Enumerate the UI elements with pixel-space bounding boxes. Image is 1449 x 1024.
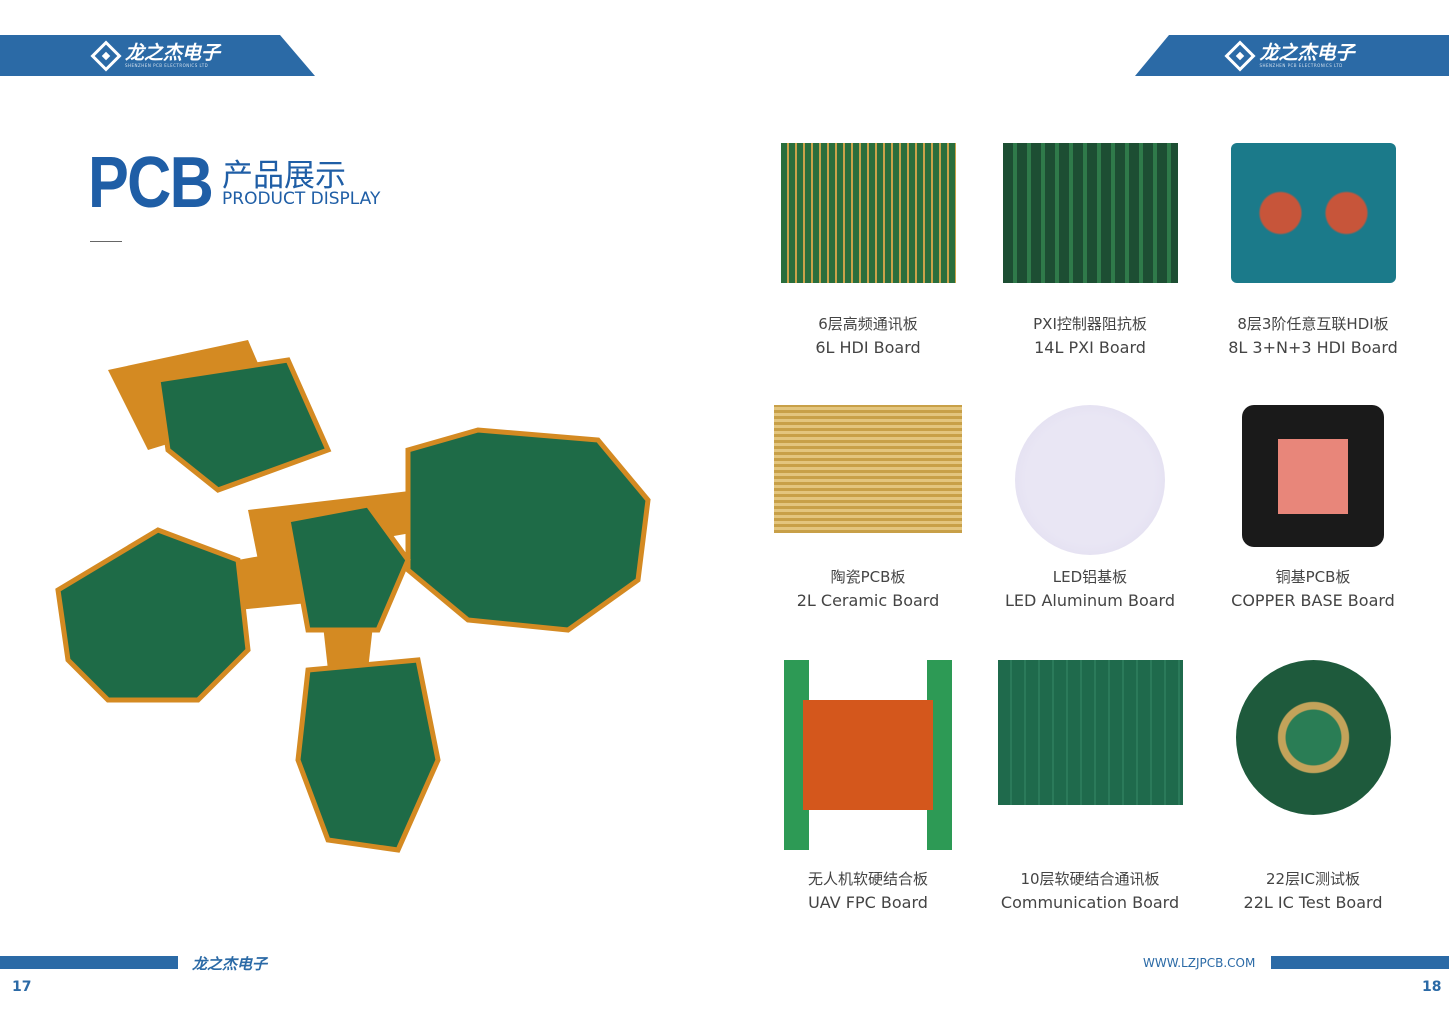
product-image [1002, 143, 1178, 283]
product-caption: PXI控制器阻抗板 14L PXI Board [970, 312, 1210, 360]
page-title-en: PRODUCT DISPLAY [222, 189, 381, 209]
product-image [774, 405, 962, 533]
product-name-en: LED Aluminum Board [1005, 591, 1175, 610]
product-image [779, 660, 957, 850]
product-name-en: Communication Board [1000, 893, 1180, 912]
product-image [997, 660, 1183, 805]
logo-subtitle: SHENZHEN PCB ELECTRONICS LTD [1259, 63, 1343, 68]
product-name-cn: 10层软硬结合通讯板 [1020, 870, 1160, 888]
page-title-cn: 产品展示 [222, 158, 346, 194]
product-image [1230, 143, 1396, 283]
product-name-cn: PXI控制器阻抗板 [1033, 315, 1147, 333]
product-name-en: 6L HDI Board [815, 338, 921, 357]
product-name-en: 22L IC Test Board [1243, 893, 1383, 912]
product-name-en: COPPER BASE Board [1231, 591, 1395, 610]
divider [90, 241, 122, 242]
product-caption: LED铝基板 LED Aluminum Board [970, 565, 1210, 613]
footer-brand: 龙之杰电子 [192, 955, 268, 973]
product-name-en: UAV FPC Board [808, 893, 928, 912]
diamond-logo-icon [1224, 39, 1257, 72]
footer-bar-left [0, 956, 178, 969]
product-name-cn: 22层IC测试板 [1266, 870, 1360, 888]
product-image [1015, 405, 1165, 555]
product-name-en: 8L 3+N+3 HDI Board [1228, 338, 1398, 357]
product-caption: 6层高频通讯板 6L HDI Board [748, 312, 988, 360]
logo-text: 龙之杰电子 [124, 42, 220, 64]
product-caption: 22层IC测试板 22L IC Test Board [1193, 867, 1433, 915]
product-name-cn: 铜基PCB板 [1275, 568, 1351, 586]
hero-rigid-flex-pcb-image [55, 340, 651, 853]
page-number-left: 17 [12, 979, 32, 995]
product-caption: 铜基PCB板 COPPER BASE Board [1193, 565, 1433, 613]
product-name-cn: 无人机软硬结合板 [807, 870, 928, 888]
footer-bar-right [1271, 956, 1449, 969]
logo-subtitle: SHENZHEN PCB ELECTRONICS LTD [124, 63, 209, 68]
product-caption: 10层软硬结合通讯板 Communication Board [970, 867, 1210, 915]
page-number-right: 18 [1422, 979, 1442, 995]
product-image [1242, 405, 1384, 547]
footer-url[interactable]: WWW.LZJPCB.COM [1143, 956, 1256, 970]
product-name-en: 14L PXI Board [1034, 338, 1146, 357]
product-image [780, 143, 956, 283]
diamond-logo-icon [90, 39, 122, 72]
product-image [1235, 660, 1391, 815]
product-name-cn: 6层高频通讯板 [818, 315, 918, 333]
product-caption: 8层3阶任意互联HDI板 8L 3+N+3 HDI Board [1193, 312, 1433, 360]
product-name-cn: 陶瓷PCB板 [830, 568, 906, 586]
product-caption: 无人机软硬结合板 UAV FPC Board [748, 867, 988, 915]
logo-text: 龙之杰电子 [1259, 42, 1355, 64]
product-name-cn: LED铝基板 [1052, 568, 1128, 586]
product-name-en: 2L Ceramic Board [796, 591, 940, 610]
product-name-cn: 8层3阶任意互联HDI板 [1237, 315, 1389, 333]
page-title: PCB [88, 143, 214, 223]
product-caption: 陶瓷PCB板 2L Ceramic Board [748, 565, 988, 613]
